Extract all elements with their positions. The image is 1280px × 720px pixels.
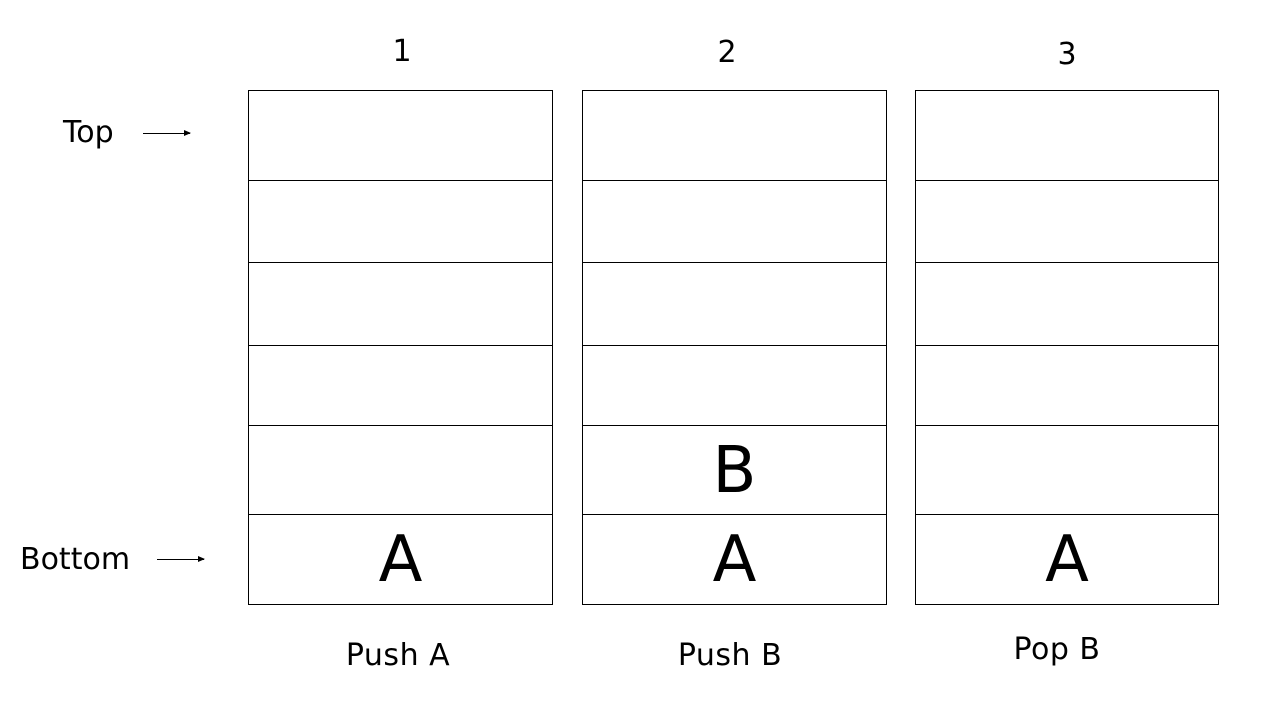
- stack-3-cell-2: [916, 181, 1218, 263]
- stack-3-cell-1: [916, 91, 1218, 181]
- bottom-arrow-icon: [157, 556, 205, 562]
- stack-1-cell-3: [249, 263, 552, 346]
- stack-1-cell-4: [249, 346, 552, 426]
- stack-2-divider: [583, 345, 886, 346]
- stack-3-operation: Pop B: [1013, 632, 1101, 667]
- stack-2: B A: [582, 90, 887, 605]
- top-label: Top: [63, 115, 114, 150]
- stack-2-cell-5: B: [712, 433, 757, 508]
- stack-3-divider: [916, 180, 1218, 181]
- stack-3-divider: [916, 425, 1218, 426]
- stack-3-cell-4: [916, 346, 1218, 426]
- stack-1: A: [248, 90, 553, 605]
- stack-2-divider: [583, 425, 886, 426]
- stack-2-cell-6: A: [712, 523, 757, 597]
- stack-3-number: 3: [1057, 37, 1077, 72]
- stack-1-cell-1: [249, 91, 552, 181]
- stack-2-cell-3: [583, 263, 886, 346]
- stack-1-operation: Push A: [345, 638, 451, 673]
- stack-2-divider: [583, 180, 886, 181]
- stack-3: A: [915, 90, 1219, 605]
- stack-1-cell-2: [249, 181, 552, 263]
- stack-3-divider: [916, 345, 1218, 346]
- stack-1-divider: [249, 345, 552, 346]
- stack-2-divider: [583, 514, 886, 515]
- stack-2-divider: [583, 262, 886, 263]
- stack-2-cell-4: [583, 346, 886, 426]
- stack-2-operation: Push B: [677, 638, 783, 673]
- stack-3-divider: [916, 514, 1218, 515]
- stack-3-cell-5: [916, 426, 1218, 515]
- stack-3-cell-6: A: [1045, 523, 1089, 597]
- stack-2-cell-2: [583, 181, 886, 263]
- stack-1-number: 1: [392, 34, 412, 69]
- stack-3-cell-3: [916, 263, 1218, 346]
- stack-1-divider: [249, 180, 552, 181]
- stack-1-divider: [249, 262, 552, 263]
- stack-1-divider: [249, 425, 552, 426]
- stack-2-cell-1: [583, 91, 886, 181]
- stack-2-number: 2: [717, 35, 737, 70]
- bottom-label: Bottom: [20, 542, 131, 577]
- stack-1-cell-5: [249, 426, 552, 515]
- stack-3-divider: [916, 262, 1218, 263]
- stack-1-cell-6: A: [378, 523, 423, 597]
- top-arrow-icon: [143, 130, 191, 136]
- stack-1-divider: [249, 514, 552, 515]
